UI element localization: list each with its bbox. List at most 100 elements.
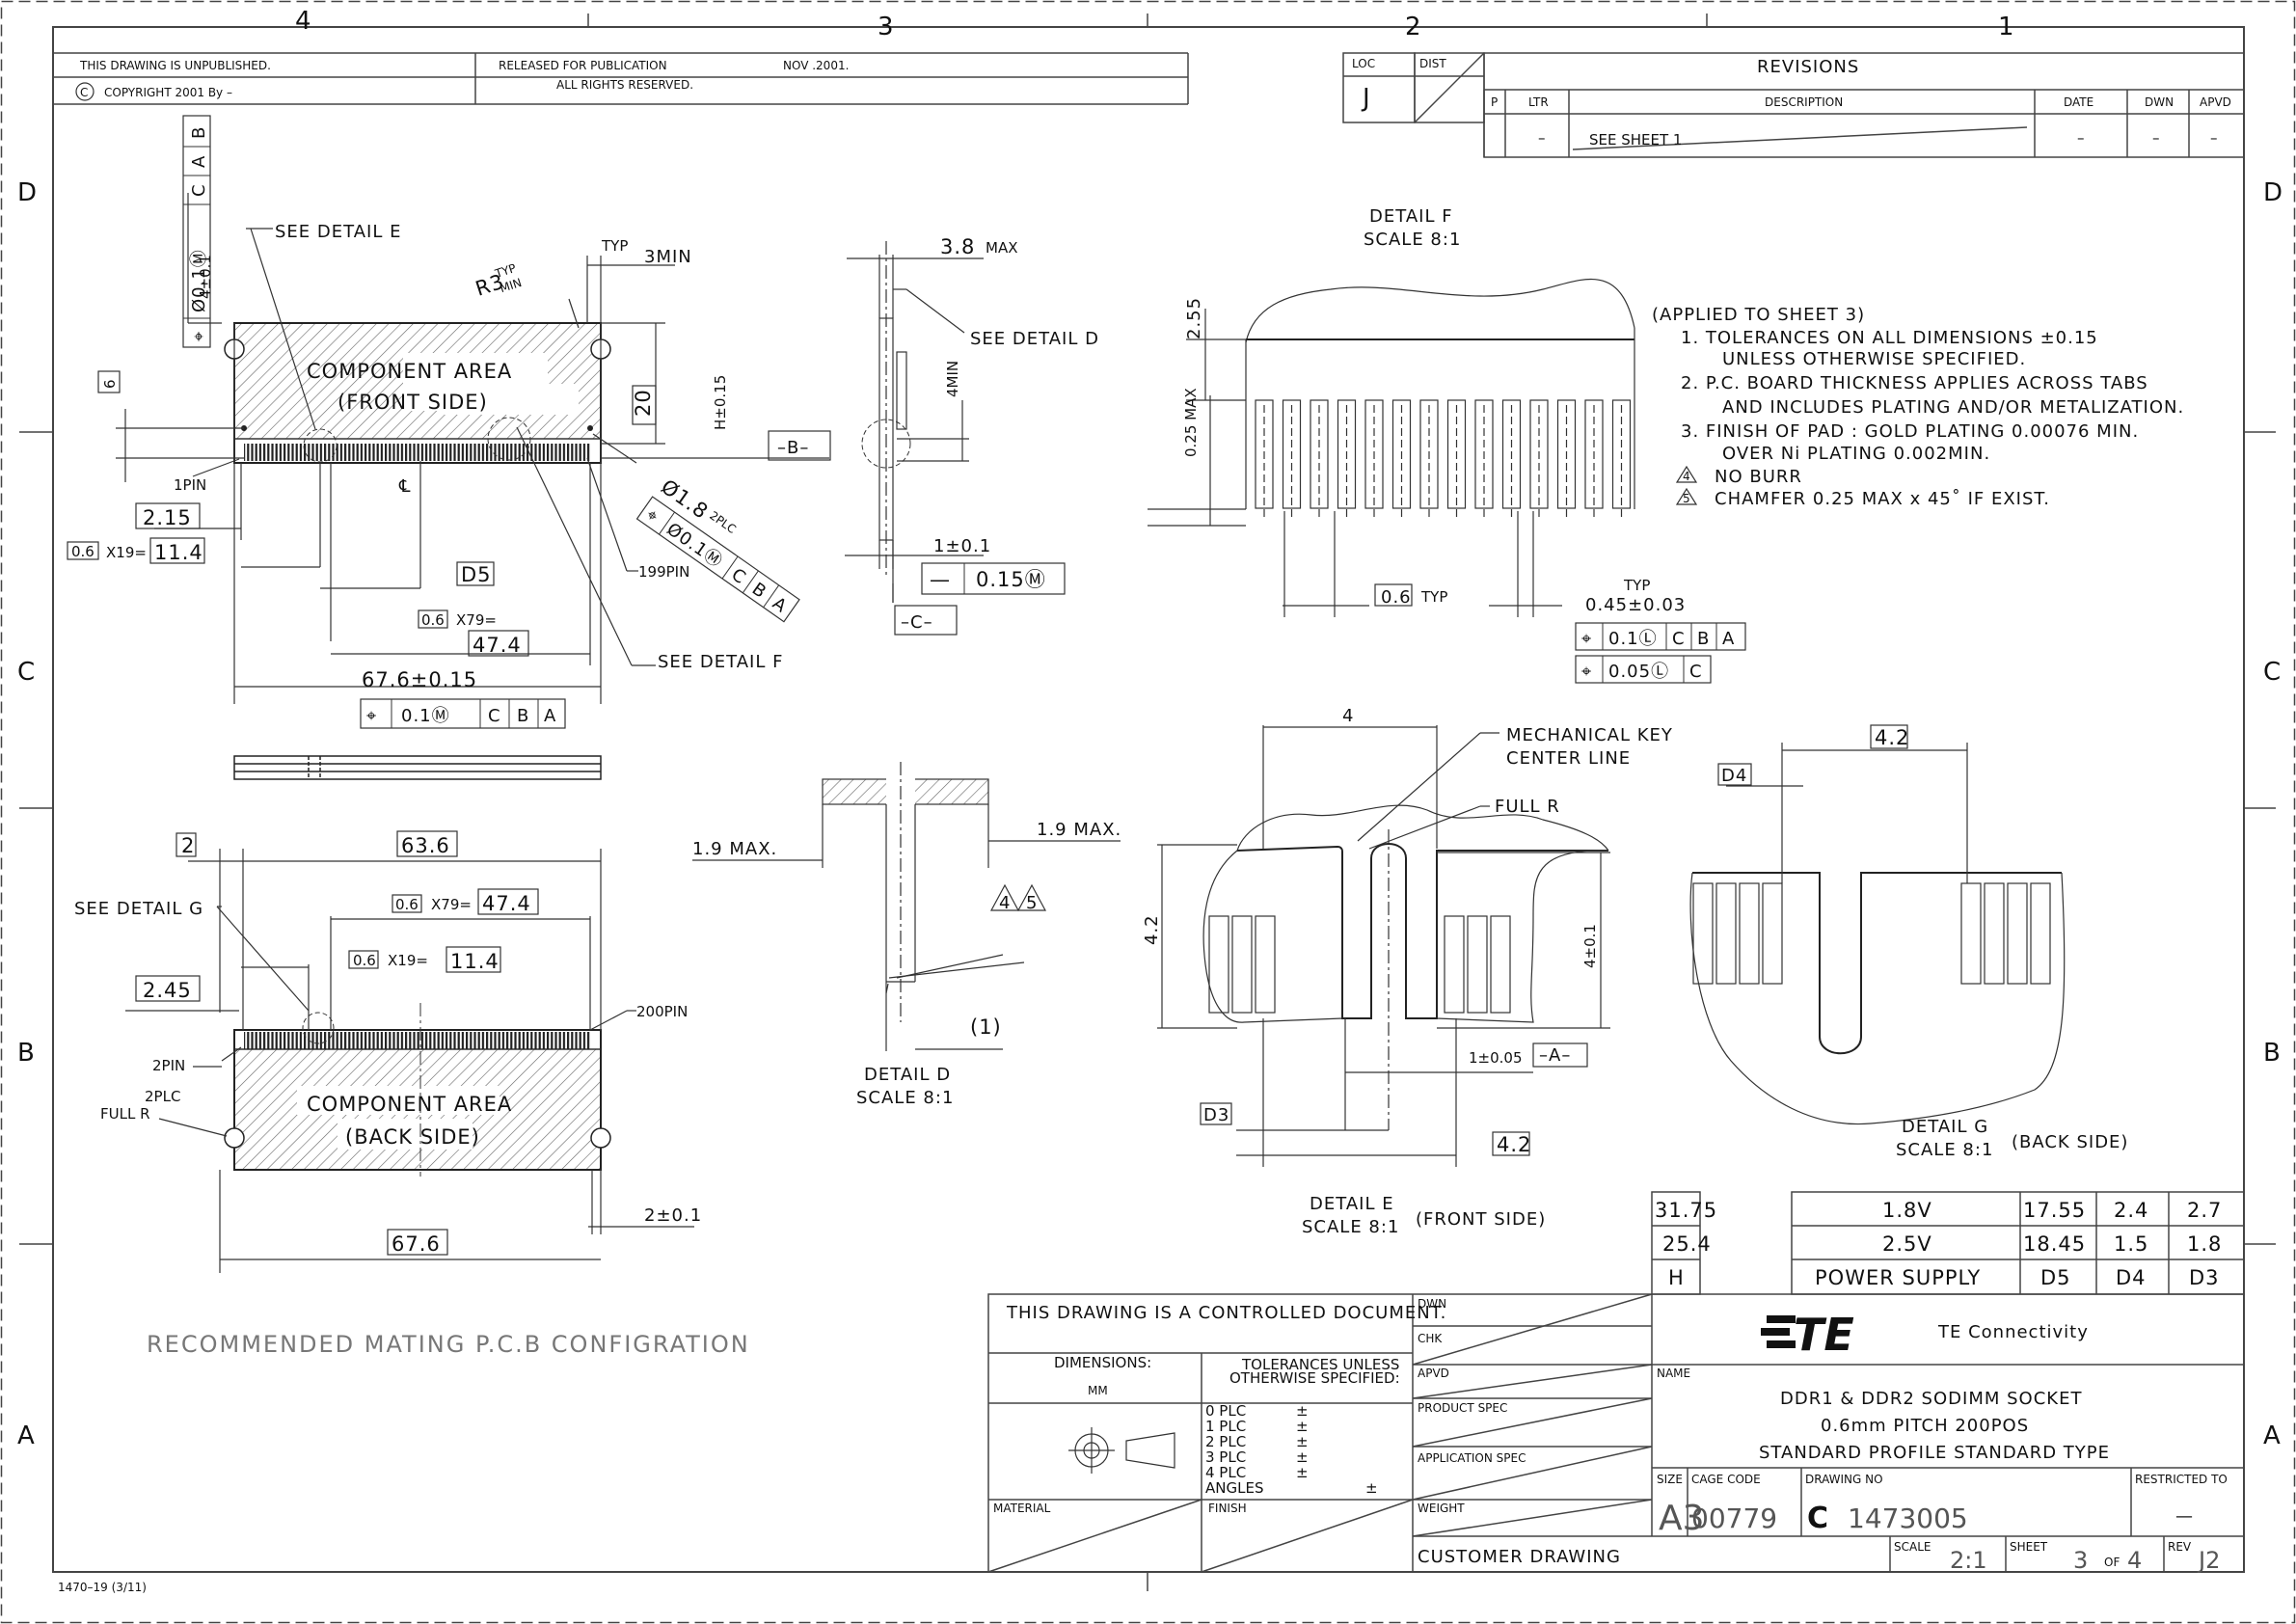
scale-value: 2:1 — [1950, 1547, 1987, 1574]
copyright-circle — [75, 82, 95, 101]
vt-r2-d5: 18.45 — [2023, 1232, 2086, 1256]
back-pitch-box-19: 0.6 — [353, 952, 376, 969]
copyright-note: COPYRIGHT 2001 By – — [104, 86, 232, 99]
contact-pad — [1556, 399, 1577, 509]
rev-header-p: P — [1491, 95, 1498, 109]
drawing-no: 1473005 — [1848, 1502, 1968, 1534]
back-x79-label: X79= — [431, 896, 472, 913]
pin-1-label: 1PIN — [174, 476, 206, 494]
detail-f-typ2: TYP — [1623, 577, 1650, 594]
note-4: NO BURR — [1715, 467, 1802, 487]
datum-b: –B– — [777, 438, 809, 458]
rev-value: J2 — [2197, 1547, 2220, 1574]
header-block: THIS DRAWING IS UNPUBLISHED. RELEASED FO… — [53, 52, 1485, 123]
hole-2plc: 2PLC — [707, 508, 739, 536]
contact-pad — [1255, 399, 1274, 509]
product-spec-label: PRODUCT SPEC — [1418, 1401, 1507, 1415]
pitch-box-19: 0.6 — [71, 543, 95, 560]
dim-474: 47.4 — [473, 634, 522, 657]
note-5-flag: 5 — [1683, 492, 1690, 505]
back-pitch-box-79: 0.6 — [395, 896, 419, 913]
contact-pad — [1611, 399, 1632, 509]
contact-pad — [1391, 399, 1412, 509]
zone-row-b-right: B — [2263, 1039, 2281, 1068]
contact-pad — [1584, 399, 1604, 509]
tolerances-2: OTHERWISE SPECIFIED: — [1229, 1369, 1400, 1387]
h-value-2: 25.4 — [1662, 1232, 1712, 1256]
size-label: SIZE — [1657, 1473, 1683, 1486]
d4-label: D4 — [1721, 766, 1747, 786]
contact-pad — [1310, 399, 1329, 509]
zone-col-3: 3 — [878, 13, 894, 41]
back-width-676: 67.6 — [392, 1232, 441, 1256]
detail-e-side: (FRONT SIDE) — [1416, 1209, 1546, 1230]
svg-text:B: B — [517, 706, 529, 726]
loc-value: J — [1361, 84, 1370, 113]
see-detail-e-label: SEE DETAIL E — [275, 222, 401, 242]
zone-row-a-right: A — [2263, 1421, 2281, 1450]
datum-c: –C– — [901, 612, 933, 633]
svg-text:0.1Ⓜ: 0.1Ⓜ — [401, 706, 450, 726]
scale-label: SCALE — [1894, 1540, 1931, 1554]
detail-f-title: DETAIL F — [1369, 206, 1453, 227]
te-logo: TE — [1761, 1309, 1854, 1361]
dim-255: 2.55 — [1184, 297, 1204, 339]
contact-pad — [1337, 399, 1357, 509]
centerline-symbol: ℄ — [398, 476, 412, 497]
front-pin-row — [244, 444, 591, 461]
dim-1-01: 1±0.1 — [933, 536, 991, 556]
copyright-symbol: C — [80, 86, 88, 99]
svg-text:B: B — [189, 126, 209, 139]
dim-215: 2.15 — [143, 506, 192, 529]
tolerances-1: TOLERANCES UNLESS — [1241, 1356, 1399, 1373]
front-side-label: (FRONT SIDE) — [338, 391, 488, 414]
part-name-2: 0.6mm PITCH 200POS — [1821, 1416, 2029, 1436]
svg-text:B: B — [1697, 629, 1710, 649]
pin-200-label: 200PIN — [636, 1003, 688, 1020]
dim-114: 11.4 — [154, 541, 203, 564]
zone-row-c-right: C — [2263, 658, 2281, 687]
side-view: 3.8 MAX SEE DETAIL D 4MIN 1±0.1 — 0.15Ⓜ … — [845, 235, 1098, 636]
vt-r3-d4: D4 — [2116, 1266, 2147, 1289]
svg-text:C: C — [189, 183, 209, 197]
chk-label: CHK — [1418, 1332, 1443, 1345]
voltage-table: 31.75 25.4 H 1.8V 17.55 2.4 2.7 2.5V 18.… — [1651, 1191, 2245, 1295]
detail-f: DETAIL F SCALE 8:1 2.55 0.25 MAX 0.6 TYP… — [1148, 206, 1746, 684]
back-component-label: COMPONENT AREA — [307, 1093, 512, 1116]
svg-text:0.15Ⓜ: 0.15Ⓜ — [976, 568, 1046, 591]
note-5: CHAMFER 0.25 MAX x 45˚ IF EXIST. — [1715, 489, 2050, 509]
dim-38: 3.8 — [940, 235, 975, 258]
detail-e-scale: SCALE 8:1 — [1302, 1217, 1399, 1237]
vt-r2-v: 2.5V — [1882, 1232, 1932, 1256]
finish-label: FINISH — [1208, 1502, 1247, 1515]
part-name-3: STANDARD PROFILE STANDARD TYPE — [1759, 1443, 2110, 1463]
vt-r1-d5: 17.55 — [2023, 1199, 2086, 1222]
detail-e-dim-4: 4 — [1342, 706, 1354, 726]
detail-g-side: (BACK SIDE) — [2012, 1132, 2128, 1152]
notes-applied: (APPLIED TO SHEET 3) — [1652, 305, 1865, 325]
dim-636: 63.6 — [401, 834, 450, 857]
sheet-label: SHEET — [2010, 1540, 2048, 1554]
detail-e-dim-4-01: 4±0.1 — [1581, 924, 1599, 968]
dim-38-max: MAX — [986, 239, 1017, 257]
note-2a: 2. P.C. BOARD THICKNESS APPLIES ACROSS T… — [1681, 373, 2148, 393]
tol-pm-3: ± — [1296, 1448, 1309, 1466]
svg-text:0.1Ⓛ: 0.1Ⓛ — [1608, 629, 1658, 649]
angles-label: ANGLES — [1205, 1479, 1263, 1497]
detail-g-scale: SCALE 8:1 — [1896, 1140, 1993, 1160]
note-4-flag: 4 — [1683, 470, 1690, 483]
rev-header-apvd: APVD — [2200, 95, 2231, 109]
contact-pad — [1446, 399, 1467, 509]
rev-header-description: DESCRIPTION — [1765, 95, 1843, 109]
see-detail-g-label: SEE DETAIL G — [74, 899, 203, 919]
dim-025-max: 0.25 MAX — [1182, 388, 1200, 457]
restricted-label: RESTRICTED TO — [2135, 1473, 2228, 1486]
back-dim-114: 11.4 — [450, 950, 500, 973]
x19-label: X19= — [106, 544, 147, 561]
restricted-value: — — [2175, 1506, 2194, 1527]
material-label: MATERIAL — [993, 1502, 1051, 1515]
svg-text:A: A — [189, 155, 209, 168]
detail-d-dim-19b: 1.9 MAX. — [1037, 820, 1121, 840]
size-value: A3 — [1659, 1499, 1705, 1538]
